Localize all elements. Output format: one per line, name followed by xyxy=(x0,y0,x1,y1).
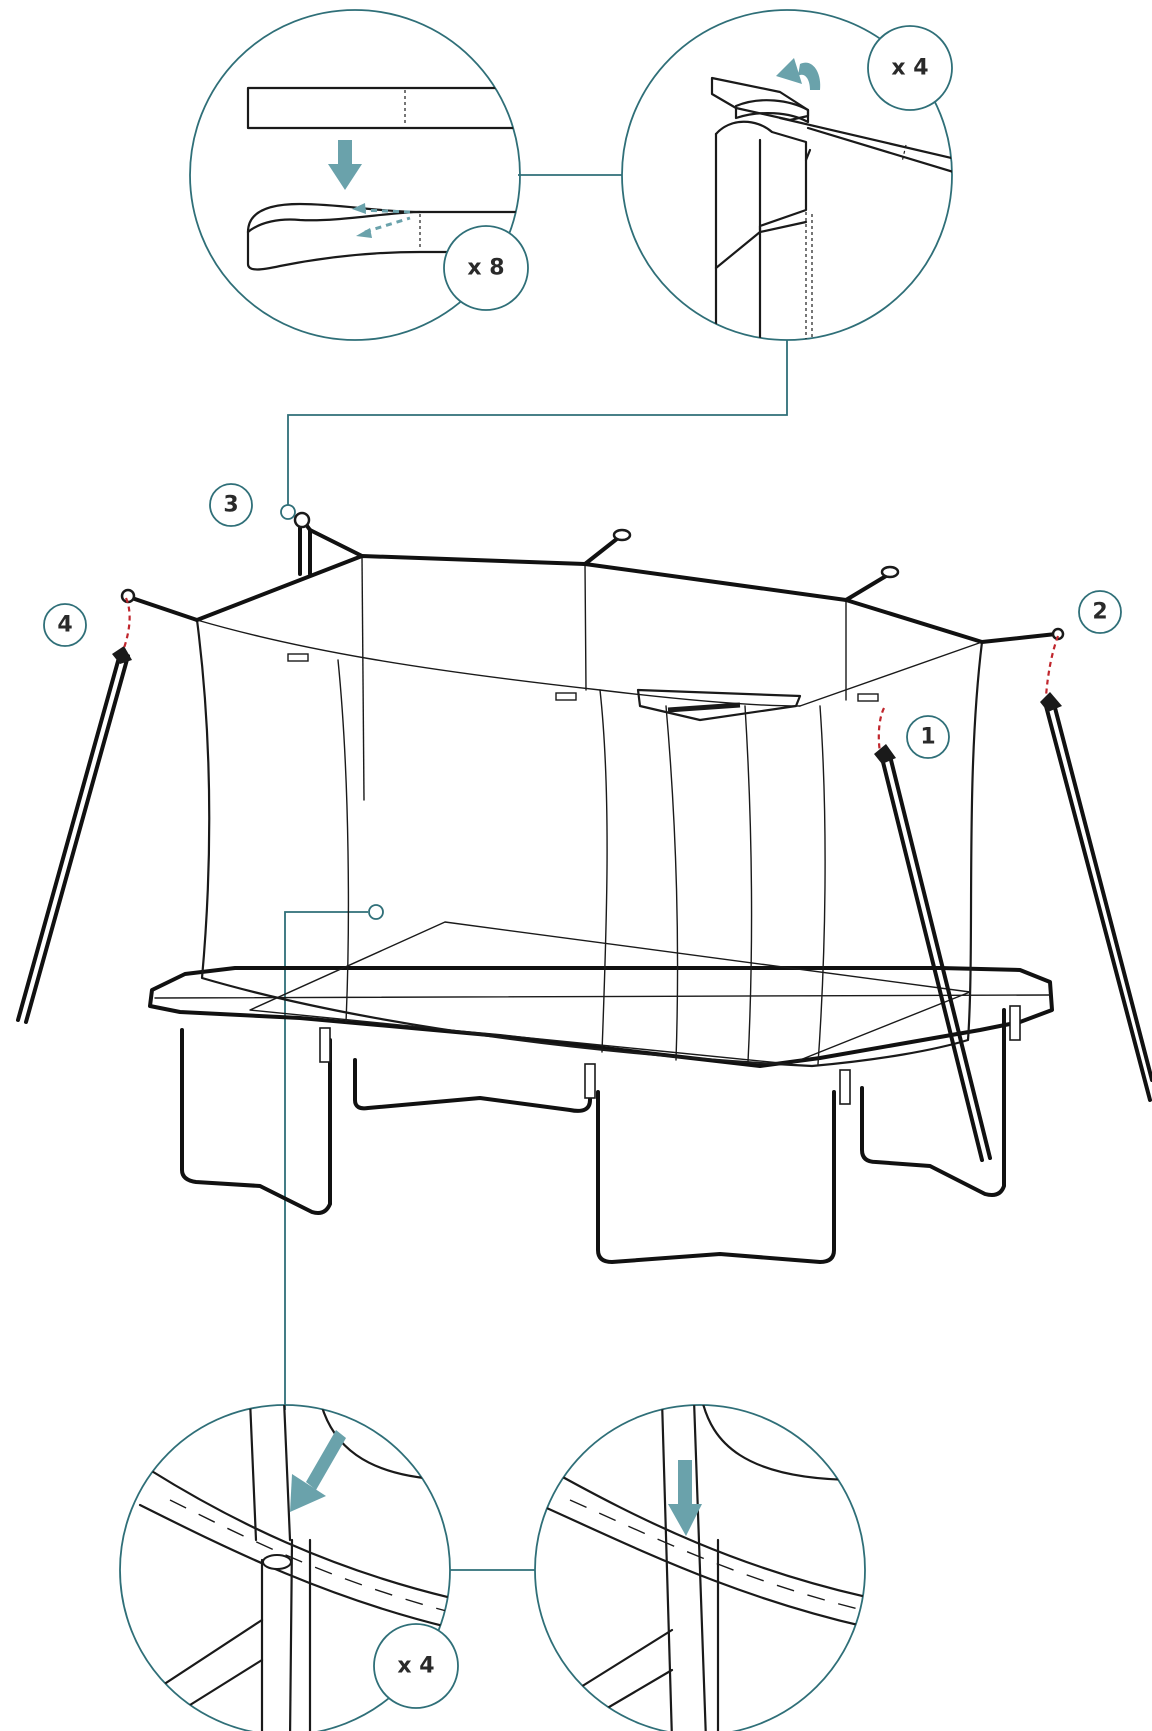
svg-text:x 4: x 4 xyxy=(397,1654,434,1679)
svg-text:3: 3 xyxy=(223,493,238,518)
rotate-arrow-icon xyxy=(776,58,821,90)
quantity-badge-pole-cap: x 4 xyxy=(867,25,953,111)
svg-text:2: 2 xyxy=(1092,600,1107,625)
quantity-badge-pole-insert: x 4 xyxy=(373,1623,459,1709)
arrow-down-icon xyxy=(328,140,362,190)
svg-text:x 4: x 4 xyxy=(891,56,928,81)
svg-text:x 8: x 8 xyxy=(467,256,504,281)
arrow-down-icon xyxy=(668,1460,702,1536)
step-marker-1: 1 xyxy=(906,715,950,759)
detail-pole-insert-before: x 4 xyxy=(119,1404,459,1731)
trampoline-enclosure: 1 2 3 4 xyxy=(16,483,1152,1264)
arrow-diagonal-icon xyxy=(290,1430,346,1512)
detail-pole-insert-after xyxy=(534,1404,866,1731)
detail-pole-cap: x 4 xyxy=(621,9,953,341)
callout-connectors xyxy=(280,174,788,1571)
quantity-badge-strap: x 8 xyxy=(443,225,529,311)
step-marker-2: 2 xyxy=(1078,590,1122,634)
step-marker-4: 4 xyxy=(43,603,87,647)
detail-strap-loop: x 8 xyxy=(189,9,529,341)
svg-text:1: 1 xyxy=(920,725,935,750)
step-marker-3: 3 xyxy=(209,483,253,527)
svg-text:4: 4 xyxy=(57,613,72,638)
